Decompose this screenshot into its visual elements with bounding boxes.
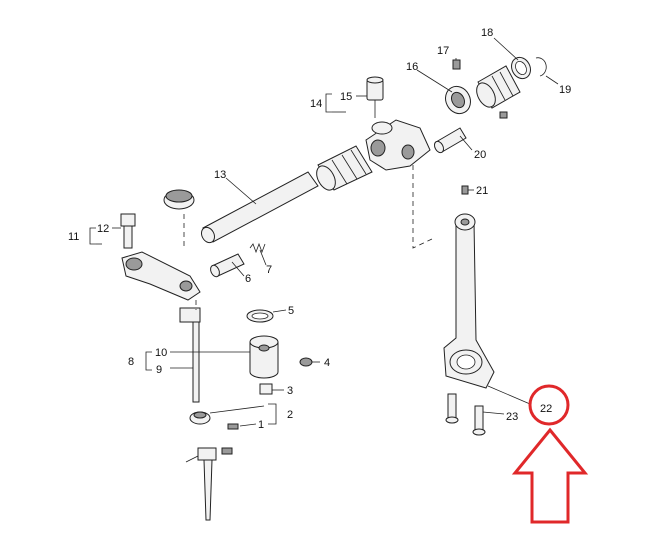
callout-1: 1 (258, 419, 264, 431)
pin-part-20 (433, 127, 467, 154)
callout-14: 14 (310, 98, 322, 110)
bolt-part-15 (366, 76, 384, 118)
lever-arm (121, 251, 201, 301)
callout-11: 11 (68, 231, 79, 243)
bolt-part-12 (120, 213, 136, 249)
connecting-rod (443, 213, 495, 389)
callout-5: 5 (288, 305, 294, 317)
spring-part-7 (249, 242, 266, 254)
cylinder-part-10 (249, 335, 279, 379)
sleeve-part (316, 145, 373, 191)
callout-21: 21 (476, 185, 488, 197)
cap-part (163, 189, 195, 210)
highlight-annotation (511, 384, 589, 524)
bolt-part-23 (472, 405, 486, 436)
callout-6: 6 (245, 273, 251, 285)
screw-part-17 (452, 59, 461, 70)
rod-part-9 (179, 307, 201, 403)
callout-15: 15 (340, 91, 352, 103)
nut-part (499, 111, 508, 119)
bolt-part-21 (461, 185, 469, 195)
callout-22: 22 (540, 403, 552, 415)
nut-part-4 (299, 357, 313, 367)
ring-part-5 (246, 309, 274, 323)
callout-10: 10 (155, 347, 167, 359)
highlight-circle (528, 384, 570, 426)
highlight-arrow (511, 427, 589, 524)
clip-part-19 (535, 57, 547, 77)
callout-3: 3 (287, 385, 293, 397)
callout-2: 2 (287, 409, 293, 421)
tool-bar (185, 447, 233, 521)
callout-8: 8 (128, 356, 134, 368)
callout-20: 20 (474, 149, 486, 161)
callout-19: 19 (559, 84, 571, 96)
pin-part-6 (210, 253, 245, 278)
callout-12: 12 (97, 223, 109, 235)
coupling-part (476, 65, 521, 109)
collar-part (189, 411, 211, 425)
callout-7: 7 (266, 264, 272, 276)
callout-17: 17 (437, 45, 449, 57)
yoke-housing (365, 119, 431, 171)
leader-lines (89, 37, 559, 427)
bearing-part-16 (445, 85, 471, 115)
callout-23: 23 (506, 411, 518, 423)
nut-part-3 (259, 383, 273, 395)
callout-18: 18 (481, 27, 493, 39)
ring-part-18 (511, 56, 531, 80)
bolt-part-22 (445, 393, 459, 424)
shaft-part-13 (201, 171, 319, 244)
assembly-line-yoke (412, 165, 435, 249)
callout-13: 13 (214, 169, 226, 181)
callout-16: 16 (406, 61, 418, 73)
screw-part-1 (227, 423, 239, 430)
callout-9: 9 (156, 364, 162, 376)
callout-4: 4 (324, 357, 330, 369)
